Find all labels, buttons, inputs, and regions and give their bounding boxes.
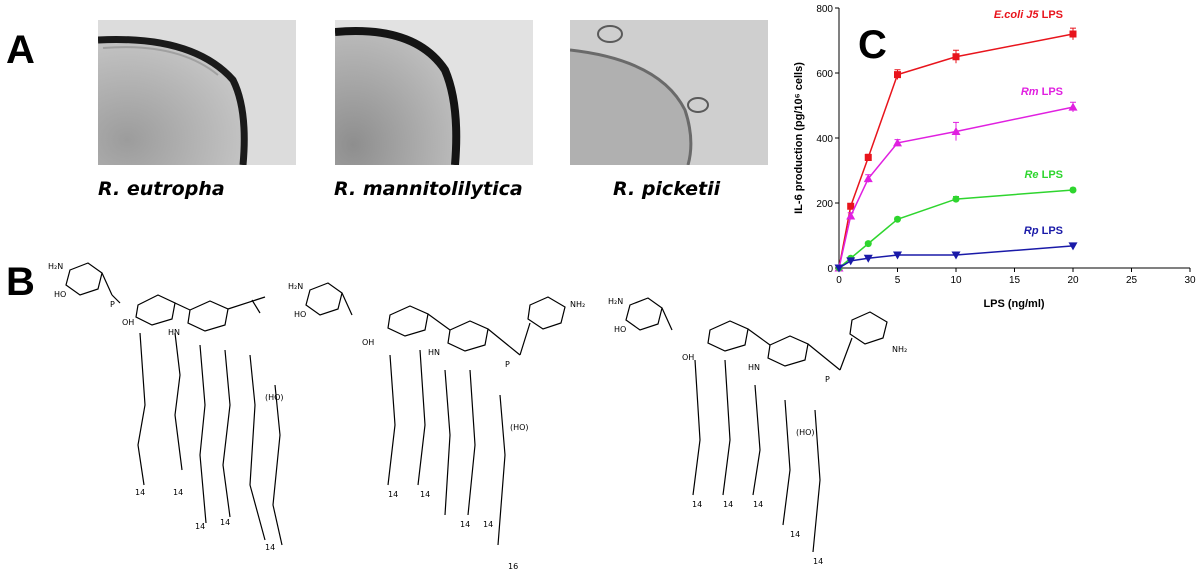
chain-number: 14 bbox=[420, 490, 430, 499]
label-hn: HN bbox=[168, 328, 180, 337]
caption-r-mannitolilytica: R. mannitolilytica bbox=[334, 178, 523, 200]
panel-label-c: C bbox=[858, 23, 887, 67]
label-oh: OH bbox=[362, 338, 374, 347]
lipid-a-structure-1: H₂N HO P OH HN (HO) 14 14 14 14 14 bbox=[48, 262, 284, 552]
data-point bbox=[894, 215, 901, 223]
label-ho: HO bbox=[614, 325, 626, 334]
y-tick-label: 200 bbox=[816, 199, 833, 210]
caption-r-eutropha: R. eutropha bbox=[98, 178, 225, 200]
data-point bbox=[952, 53, 960, 61]
series-label: Rm LPS bbox=[1021, 86, 1063, 98]
chart-legend: E.coli J5 LPS Rm LPS Re LPS Rp LPS bbox=[994, 9, 1063, 237]
data-point bbox=[1069, 186, 1077, 194]
data-point bbox=[864, 154, 872, 161]
series-label: Rp LPS bbox=[1024, 225, 1063, 237]
data-point bbox=[846, 211, 856, 220]
panel-label-a: A bbox=[6, 28, 35, 72]
x-tick-label: 0 bbox=[836, 275, 842, 286]
data-point bbox=[894, 71, 901, 79]
label-nh2: NH₂ bbox=[570, 300, 585, 309]
y-tick-label: 0 bbox=[827, 264, 833, 275]
il6-chart: C 0 5 10 15 20 25 30 0 200 400 600 800 E.coli J5 LP… bbox=[793, 4, 1196, 310]
x-tick-label: 25 bbox=[1126, 275, 1138, 286]
data-point bbox=[1068, 102, 1078, 111]
label-hn: HN bbox=[428, 348, 440, 357]
data-point bbox=[834, 264, 844, 273]
chain-number: 14 bbox=[790, 530, 800, 539]
label-hn: HN bbox=[748, 363, 760, 372]
data-point bbox=[846, 257, 856, 266]
micrograph-r-picketii bbox=[570, 20, 768, 165]
y-axis-label: IL-6 production (pg/10⁶ cells) bbox=[793, 62, 805, 214]
label-ho: HO bbox=[294, 310, 306, 319]
label-oh: OH bbox=[122, 318, 134, 327]
x-axis-label: LPS (ng/ml) bbox=[983, 298, 1044, 310]
label-h2n: H₂N bbox=[288, 282, 303, 291]
data-point bbox=[951, 127, 961, 135]
x-tick-label: 10 bbox=[950, 275, 962, 286]
label-ho-branch: (HO) bbox=[265, 393, 284, 402]
x-tick-label: 15 bbox=[1009, 275, 1021, 286]
chain-number: 14 bbox=[195, 522, 205, 531]
label-ho: HO bbox=[54, 290, 66, 299]
label-ho-branch: (HO) bbox=[510, 423, 529, 432]
micrograph-r-mannitolilytica bbox=[335, 20, 533, 165]
chain-number: 14 bbox=[692, 500, 702, 509]
chain-number: 14 bbox=[753, 500, 763, 509]
micrograph-r-eutropha bbox=[98, 20, 296, 165]
label-p: P bbox=[505, 360, 510, 369]
panel-label-b: B bbox=[6, 260, 35, 304]
data-point bbox=[893, 251, 902, 260]
chain-number: 14 bbox=[265, 543, 275, 552]
data-point bbox=[893, 138, 902, 147]
y-tick-label: 400 bbox=[816, 134, 833, 145]
chain-number: 14 bbox=[388, 490, 398, 499]
chart-axes: 0 5 10 15 20 25 30 0 200 400 600 800 bbox=[816, 4, 1196, 286]
series-label: E.coli J5 LPS bbox=[994, 9, 1063, 21]
chain-number: 14 bbox=[460, 520, 470, 529]
data-point bbox=[864, 240, 872, 248]
lipid-a-structure-2: H₂N HO NH₂ OH HN P (HO) 14 14 14 14 16 bbox=[288, 282, 585, 571]
chart-series bbox=[834, 27, 1078, 273]
data-point bbox=[1069, 30, 1077, 38]
x-tick-label: 30 bbox=[1184, 275, 1196, 286]
label-p: P bbox=[110, 300, 115, 309]
series-label: Re LPS bbox=[1024, 169, 1063, 181]
y-tick-label: 600 bbox=[816, 69, 833, 80]
chain-number: 14 bbox=[173, 488, 183, 497]
x-tick-label: 20 bbox=[1067, 275, 1079, 286]
data-point bbox=[1068, 242, 1078, 251]
chain-number: 14 bbox=[483, 520, 493, 529]
chain-number: 14 bbox=[220, 518, 230, 527]
label-oh: OH bbox=[682, 353, 694, 362]
label-h2n: H₂N bbox=[48, 262, 63, 271]
data-point bbox=[847, 202, 855, 210]
data-point bbox=[863, 254, 873, 263]
label-nh2: NH₂ bbox=[892, 345, 907, 354]
chain-number: 14 bbox=[813, 557, 823, 566]
lipid-a-structure-3: H₂N HO NH₂ OH HN P (HO) 14 14 14 14 14 bbox=[608, 297, 907, 566]
chain-number: 14 bbox=[723, 500, 733, 509]
label-ho-branch: (HO) bbox=[796, 428, 815, 437]
data-point bbox=[863, 174, 873, 183]
data-point bbox=[952, 195, 960, 203]
chain-number: 16 bbox=[508, 562, 518, 571]
y-tick-label: 800 bbox=[816, 4, 833, 15]
chain-number: 14 bbox=[135, 488, 145, 497]
x-tick-label: 5 bbox=[895, 275, 901, 286]
series-line bbox=[838, 106, 1074, 269]
caption-r-picketii: R. picketii bbox=[613, 178, 721, 200]
series-line bbox=[838, 245, 1074, 269]
label-p: P bbox=[825, 375, 830, 384]
data-point bbox=[951, 251, 961, 260]
label-h2n: H₂N bbox=[608, 297, 623, 306]
